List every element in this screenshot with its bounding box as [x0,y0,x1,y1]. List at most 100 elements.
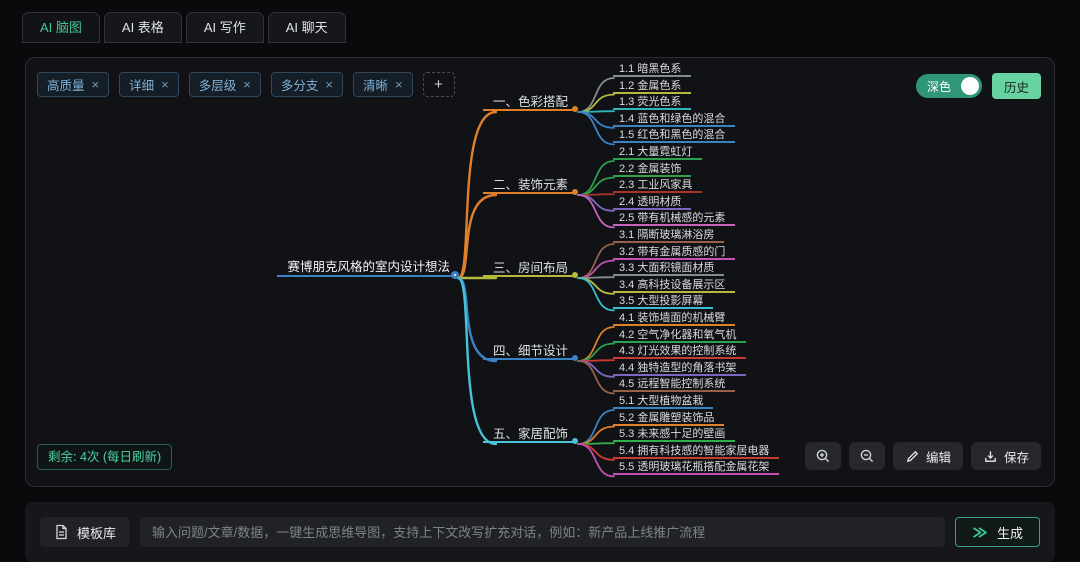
mindmap-node-dot [572,438,578,444]
mindmap-child-node[interactable]: 3.3 大面积镜面材质 [613,261,725,277]
zoom-out-button[interactable] [848,442,885,470]
mindmap-child-node[interactable]: 5.1 大型植物盆栽 [613,394,714,409]
mindmap-link [577,425,615,445]
mindmap-branch-node[interactable]: 四、细节设计 [482,343,576,360]
mindmap-branch-node[interactable]: 五、家居配饰 [482,426,576,443]
mindmap-child-node[interactable]: 4.1 装饰墙面的机械臂 [613,311,736,326]
mindmap-child-node[interactable]: 1.4 蓝色和绿色的混合 [613,112,736,127]
mindmap-panel: 高质量 × 详细 × 多层级 × 多分支 × 清晰 × + 深色 历史 1.1 暗黑色系 1.2 金属… [25,57,1055,487]
chip-close-icon[interactable]: × [325,77,333,92]
save-button-label: 保存 [1003,450,1029,465]
mindmap-link [577,111,615,129]
mindmap-child-node[interactable]: 3.2 带有金属质感的门 [613,245,736,260]
mindmap-child-node[interactable]: 2.1 大量霓虹灯 [613,145,703,160]
mindmap-link [577,176,615,196]
mindmap-link [577,194,615,229]
mindmap-child-node[interactable]: 2.3 工业风家具 [613,178,703,194]
generate-button-label: 生成 [996,525,1023,541]
mindmap-child-node[interactable]: 1.2 金属色系 [613,79,692,94]
mindmap-child-node[interactable]: 5.5 透明玻璃花瓶搭配金属花架 [613,460,780,476]
mindmap-child-node[interactable]: 5.2 金属雕塑装饰品 [613,411,725,426]
mindmap-node-dot [572,272,578,278]
quota-badge: 剩余: 4次 (每日刷新) [37,444,173,470]
chip-label: 高质量 [47,79,85,93]
mindmap-link [577,259,615,279]
mindmap-link [577,360,615,395]
mindmap-node-dot [572,189,578,195]
mindmap-child-node[interactable]: 1.3 荧光色系 [613,95,692,111]
mindmap-child-node[interactable]: 3.1 隔断玻璃淋浴房 [613,228,725,243]
mindmap-child-node[interactable]: 3.5 大型投影屏幕 [613,294,714,310]
mindmap-branch-node[interactable]: 三、房间布局 [482,260,576,277]
zoom-out-icon [860,449,874,463]
tab-ai-mindmap[interactable]: AI 脑图 [22,12,100,43]
mindmap-link [577,360,615,378]
mindmap-root-node[interactable]: 赛博朋克风格的室内设计想法 [277,258,456,277]
prompt-tag-chip[interactable]: 详细 × [119,72,179,97]
mindmap-node-dot [572,355,578,361]
mindmap-child-node[interactable]: 4.5 远程智能控制系统 [613,377,736,393]
mindmap-node-dot [572,106,578,112]
mindmap-link [577,194,615,212]
zoom-in-button[interactable] [804,442,841,470]
chip-close-icon[interactable]: × [394,77,403,92]
chip-label: 多分支 [280,79,319,93]
mindmap-link [577,111,615,146]
mindmap-child-node[interactable]: 5.3 未来感十足的壁画 [613,427,736,443]
mindmap-child-node[interactable]: 5.4 拥有科技感的智能家居电器 [613,444,780,459]
edit-button[interactable]: 编辑 [892,442,963,470]
mindmap-branch-node[interactable]: 二、装饰元素 [482,177,576,194]
mindmap-link [456,276,498,446]
mindmap-link [577,443,615,478]
theme-toggle-label: 深色 [926,79,951,94]
chip-close-icon[interactable]: × [91,77,100,92]
mindmap-link [456,110,498,280]
mindmap-node-dot [451,271,459,279]
chip-close-icon[interactable]: × [243,77,251,92]
tab-ai-table[interactable]: AI 表格 [103,12,182,43]
mindmap-child-node[interactable]: 4.2 空气净化器和氧气机 [613,328,747,343]
chip-label: 清晰 [362,79,388,93]
mindmap-child-node[interactable]: 1.5 红色和黑色的混合 [613,128,736,144]
prompt-input[interactable] [140,517,945,547]
template-library-label: 模板库 [77,525,117,541]
mindmap-branch-node[interactable]: 一、色彩搭配 [482,94,576,111]
add-tag-button[interactable]: + [422,72,455,97]
chip-label: 详细 [129,79,155,93]
mindmap-link [577,277,615,312]
toggle-knob-icon [960,77,979,95]
edit-button-label: 编辑 [925,450,951,465]
prompt-tag-chip[interactable]: 多分支 × [270,72,343,97]
template-library-button[interactable]: 模板库 [40,517,131,547]
save-button[interactable]: 保存 [970,442,1041,470]
mindmap-link [456,193,498,280]
mindmap-child-node[interactable]: 4.4 独特造型的角落书架 [613,361,747,376]
theme-toggle[interactable]: 深色 [915,74,982,98]
prompt-tag-chip[interactable]: 清晰 × [352,72,413,97]
chip-label: 多层级 [198,79,237,93]
mindmap-child-node[interactable]: 3.4 高科技设备展示区 [613,278,736,293]
tab-ai-chat[interactable]: AI 聊天 [267,12,346,43]
mindmap-link [577,277,615,295]
mindmap-child-node[interactable]: 2.2 金属装饰 [613,162,692,177]
canvas-actions: 编辑 保存 [804,442,1041,470]
mindmap-child-node[interactable]: 2.5 带有机械感的元素 [613,211,736,227]
mindmap-link [577,342,615,362]
prompt-tag-chip[interactable]: 高质量 × [37,72,110,97]
prompt-tags: 高质量 × 详细 × 多层级 × 多分支 × 清晰 × + [37,72,455,97]
generate-button[interactable]: 生成 [954,517,1040,547]
tab-ai-writing[interactable]: AI 写作 [185,12,264,43]
send-icon [972,526,987,538]
mindmap-child-node[interactable]: 1.1 暗黑色系 [613,62,692,77]
save-icon [985,450,996,462]
mindmap-link [577,93,615,113]
mindmap-child-node[interactable]: 4.3 灯光效果的控制系统 [613,344,747,360]
history-button[interactable]: 历史 [991,73,1041,99]
prompt-tag-chip[interactable]: 多层级 × [188,72,261,97]
mindmap-child-node[interactable]: 2.4 透明材质 [613,195,692,210]
chip-close-icon[interactable]: × [161,77,169,92]
zoom-in-icon [816,449,830,463]
